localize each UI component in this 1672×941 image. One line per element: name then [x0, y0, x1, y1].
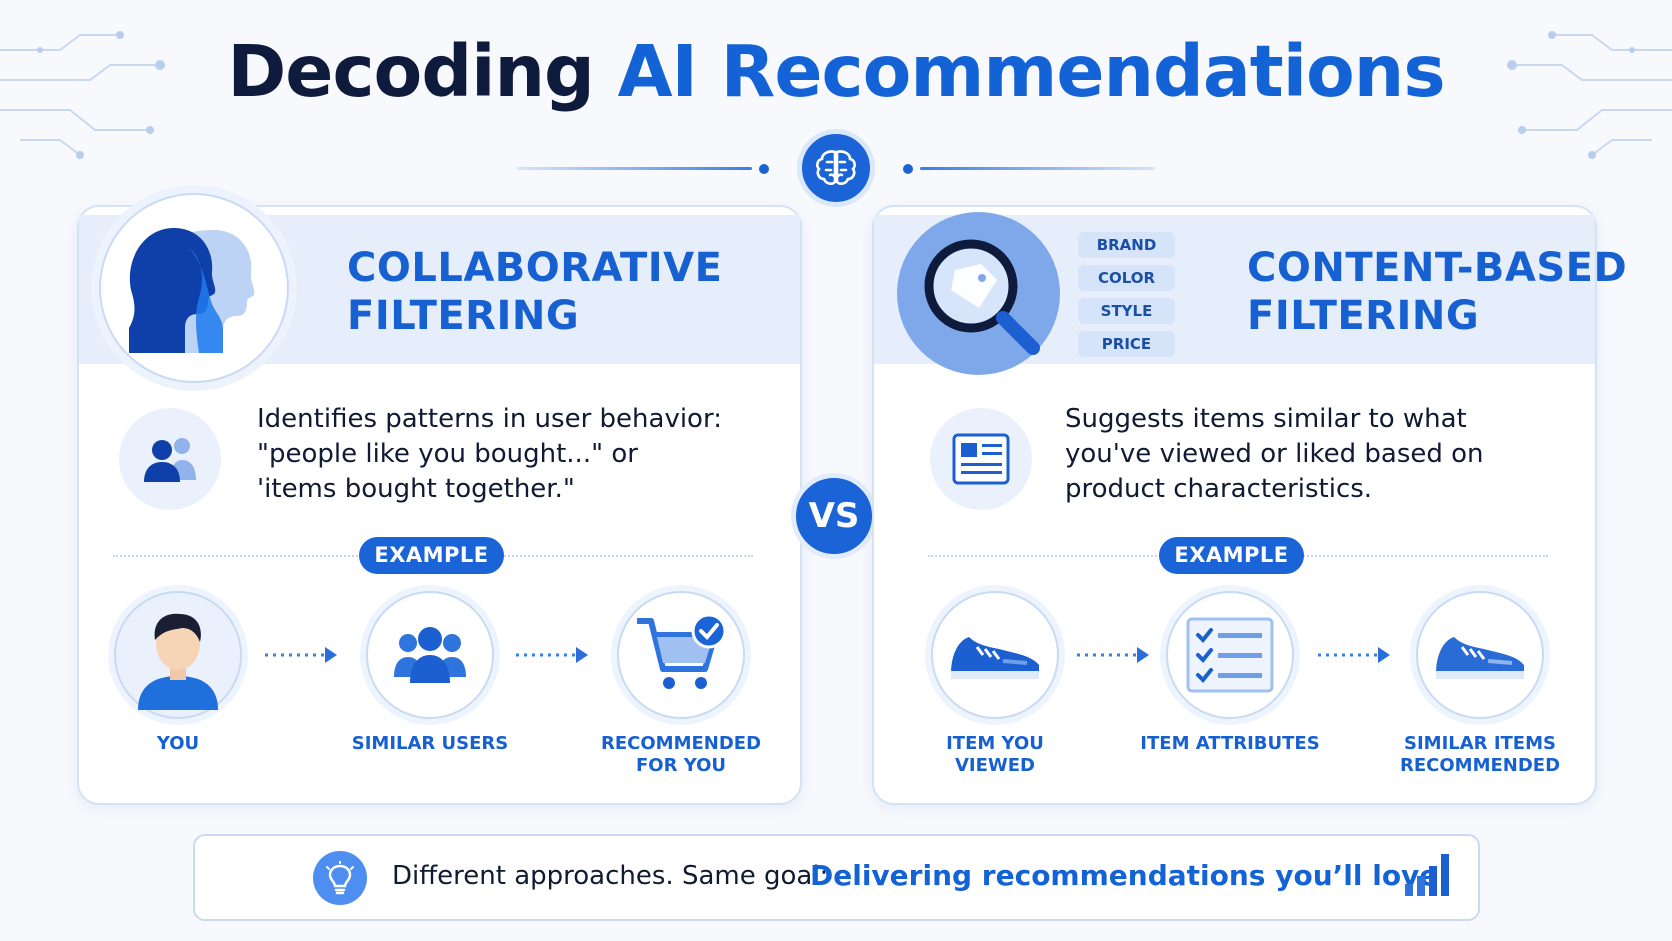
- step-you-circle: [114, 591, 242, 719]
- step-item-viewed-label: ITEM YOU VIEWED: [915, 733, 1075, 777]
- step-you-label: YOU: [156, 733, 200, 754]
- collaborative-desc-line3: 'items bought together.": [257, 474, 575, 504]
- step-similar-items-label: SIMILAR ITEMS RECOMMENDED: [1385, 733, 1575, 777]
- step-recommended-circle: [617, 591, 745, 719]
- title-part2: AI Recommendations: [617, 30, 1446, 113]
- content-based-desc-line2: you've viewed or liked based on: [1065, 439, 1484, 469]
- content-based-desc-line1: Suggests items similar to what: [1065, 404, 1467, 434]
- checklist-icon: [1186, 617, 1274, 693]
- footer-accent-text: Delivering recommendations you’ll love.: [810, 859, 1449, 892]
- left-example-pill: EXAMPLE: [359, 537, 504, 574]
- lightbulb-icon-circle: [313, 851, 367, 905]
- attribute-tag-price: PRICE: [1078, 331, 1175, 357]
- circuit-decoration-left: [0, 31, 165, 159]
- content-based-title-line2: FILTERING: [1247, 293, 1480, 339]
- circuit-decoration-right: [1507, 31, 1672, 159]
- collaborative-desc-line1: Identifies patterns in user behavior:: [257, 404, 722, 434]
- lightbulb-icon: [326, 861, 354, 895]
- arrow-right-icon: [516, 647, 588, 663]
- brain-badge: [797, 129, 875, 207]
- collaborative-description: Identifies patterns in user behavior: "p…: [257, 402, 757, 507]
- title-divider-left: [517, 167, 752, 170]
- content-based-title-line1: CONTENT-BASED: [1247, 245, 1628, 291]
- overlapping-profiles-icon: [129, 228, 255, 353]
- step-similar-items-circle: [1416, 591, 1544, 719]
- title-part1: Decoding: [227, 30, 594, 113]
- bar-chart-icon: [1405, 854, 1449, 896]
- content-based-title: CONTENT-BASED FILTERING: [1247, 244, 1627, 340]
- magnifier-tag-icon: [924, 239, 1040, 355]
- step-recommended-label-line1: RECOMMENDED: [600, 733, 762, 754]
- collaborative-title-line1: COLLABORATIVE: [347, 245, 723, 291]
- step-item-attributes-label: ITEM ATTRIBUTES: [1130, 733, 1330, 755]
- content-based-desc-line3: product characteristics.: [1065, 474, 1373, 504]
- collaborative-desc-line2: "people like you bought..." or: [257, 439, 638, 469]
- step-item-viewed-label-line1: ITEM YOU: [946, 733, 1044, 754]
- footer-text: Different approaches. Same goal:: [392, 861, 829, 891]
- users-group-icon: [394, 627, 466, 683]
- step-similar-items-label-line2: RECOMMENDED: [1399, 755, 1561, 776]
- divider-dot-left: [759, 164, 769, 174]
- vs-badge: VS: [791, 473, 877, 559]
- step-recommended-label: RECOMMENDED FOR YOU: [591, 733, 771, 777]
- attribute-tag-color: COLOR: [1078, 265, 1175, 291]
- users-icon: [144, 438, 196, 482]
- step-similar-users-label: SIMILAR USERS: [351, 733, 509, 754]
- users-icon-circle: [119, 408, 221, 510]
- title-divider-right: [920, 167, 1155, 170]
- divider-dot-right: [903, 164, 913, 174]
- attribute-tag-style: STYLE: [1078, 298, 1175, 324]
- arrow-right-icon: [1077, 647, 1149, 663]
- attribute-tag-brand: BRAND: [1078, 232, 1175, 258]
- sneaker-icon: [1436, 637, 1524, 679]
- sneaker-icon: [951, 637, 1039, 679]
- step-similar-items-label-line1: SIMILAR ITEMS: [1404, 733, 1556, 754]
- step-item-attributes-circle: [1166, 591, 1294, 719]
- step-item-attributes-label-line1: ITEM ATTRIBUTES: [1140, 733, 1320, 754]
- step-recommended-label-line2: FOR YOU: [635, 755, 727, 776]
- cart-check-icon: [637, 613, 727, 689]
- content-based-description: Suggests items similar to what you've vi…: [1065, 402, 1565, 507]
- brain-icon: [816, 150, 856, 185]
- footer-banner: [193, 834, 1480, 921]
- arrow-right-icon: [265, 647, 337, 663]
- step-similar-users-circle: [366, 591, 494, 719]
- user-avatar-icon: [138, 613, 218, 710]
- product-sheet-icon: [952, 433, 1010, 485]
- collaborative-title-line2: FILTERING: [347, 293, 580, 339]
- magnifier-hero-circle: [897, 212, 1060, 375]
- page-title: Decoding AI Recommendations: [0, 30, 1672, 113]
- step-item-viewed-label-line2: VIEWED: [954, 755, 1035, 776]
- collaborative-title: COLLABORATIVE FILTERING: [347, 244, 722, 340]
- step-item-viewed-circle: [931, 591, 1059, 719]
- document-icon-circle: [930, 408, 1032, 510]
- arrow-right-icon: [1318, 647, 1390, 663]
- collaborative-hero-circle: [99, 193, 289, 383]
- right-example-pill: EXAMPLE: [1159, 537, 1304, 574]
